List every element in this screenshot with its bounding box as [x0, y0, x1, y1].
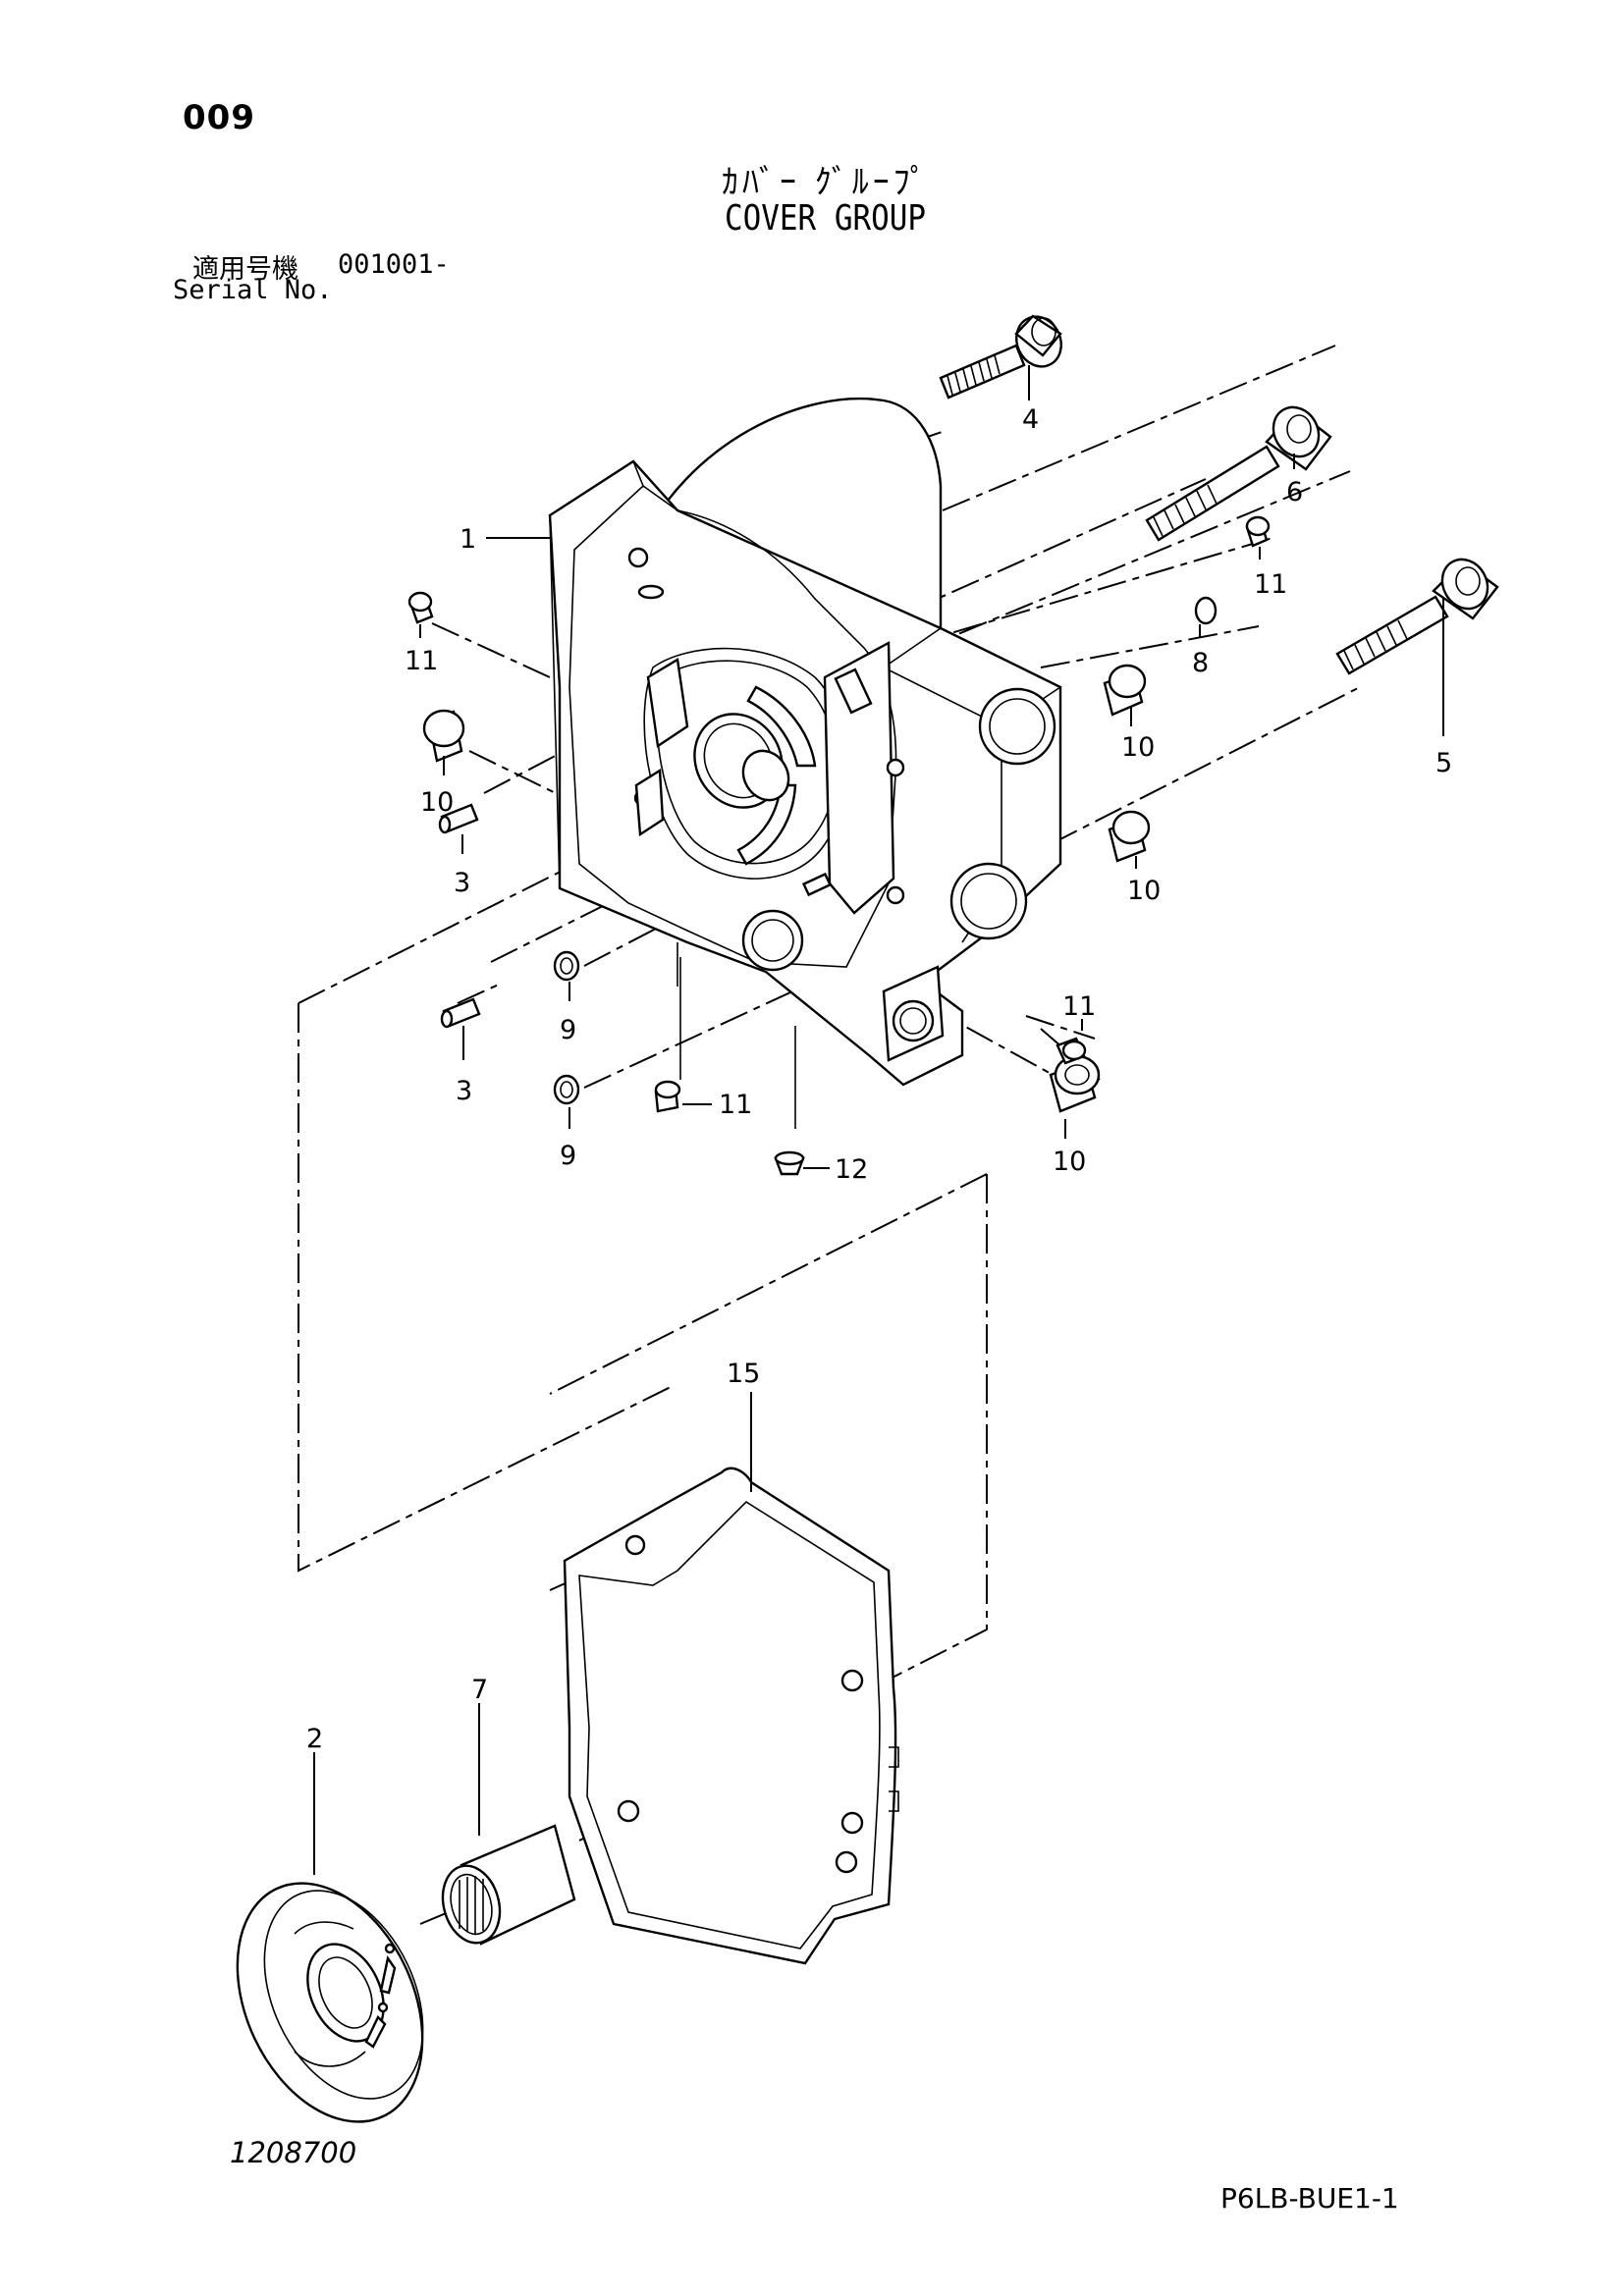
serial-label: Serial No.: [173, 275, 333, 305]
bearing-7: [441, 1824, 576, 1946]
bolt-5: [1335, 558, 1499, 675]
pin-3-lower: [440, 997, 481, 1029]
pin-3-upper: [438, 803, 479, 834]
callout-5: 5: [1435, 748, 1452, 778]
callout-10-bottom: 10: [1053, 1147, 1086, 1177]
callout-15: 15: [727, 1359, 760, 1389]
callout-11-right: 11: [1254, 569, 1287, 600]
o-ring-8: [1194, 596, 1218, 625]
callout-10-mid: 10: [1121, 732, 1155, 763]
title-japanese: ｶﾊﾞｰ ｸﾞﾙｰﾌﾟ: [722, 163, 931, 202]
o-ring-9: [553, 950, 580, 1105]
callout-11-left: 11: [405, 646, 438, 676]
sheet-code: P6LB-BUE1-1: [1220, 2182, 1399, 2215]
callout-4: 4: [1022, 404, 1039, 435]
callout-11-center: 11: [719, 1090, 752, 1120]
callout-3-lower: 3: [456, 1076, 472, 1106]
callout-1: 1: [460, 524, 476, 555]
bolt-6: [1145, 405, 1332, 542]
plug-10-left: [422, 709, 465, 763]
callout-6: 6: [1286, 477, 1303, 507]
callout-3-upper: 3: [454, 868, 470, 898]
callout-7: 7: [471, 1675, 488, 1705]
cover-housing: [548, 397, 1062, 1129]
callout-2: 2: [306, 1724, 323, 1754]
callout-12: 12: [835, 1154, 868, 1185]
valve-plate-2: [236, 1882, 424, 2123]
callout-9-upper: 9: [560, 1015, 576, 1045]
callout-8: 8: [1192, 648, 1209, 678]
callout-10-lower: 10: [1127, 876, 1161, 906]
page-title: COVER GROUP: [725, 198, 927, 239]
callout-9-lower: 9: [560, 1141, 576, 1171]
drawing-number: 1208700: [230, 2136, 357, 2169]
page-number: 009: [183, 98, 255, 137]
screw-12: [774, 1150, 805, 1176]
plug-10-mid: [1103, 664, 1147, 717]
leader-lines: [313, 365, 1444, 1875]
gasket-15: [563, 1467, 899, 1965]
callout-10-left: 10: [420, 787, 454, 818]
callout-numbers: 1 2 3 3 4 5 6 7 8 9 9 10 10 10 10 11 11 …: [306, 404, 1452, 1754]
plug-11: [407, 515, 1271, 1113]
bolt-4: [939, 314, 1062, 400]
plug-10-bottom: [1049, 1054, 1101, 1113]
serial-value: 001001-: [338, 249, 450, 280]
callout-11-bottom: 11: [1062, 991, 1096, 1022]
serial-label-japanese: 適用号機: [192, 254, 298, 285]
plug-10-lower: [1108, 810, 1151, 863]
